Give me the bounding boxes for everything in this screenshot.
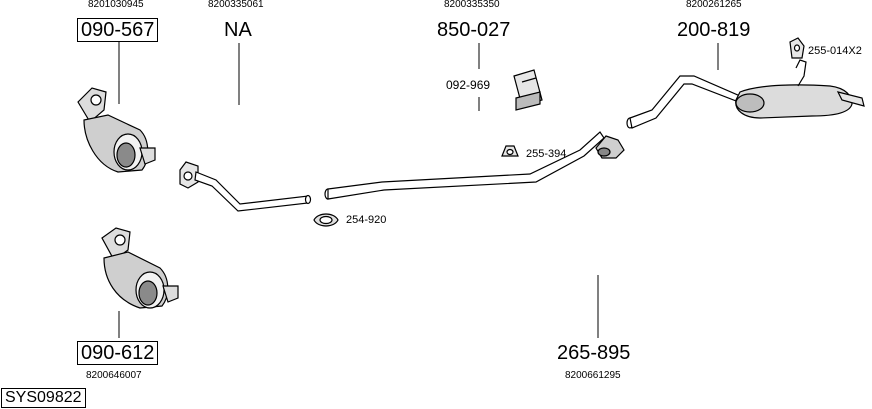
- mount-bracket: [513, 69, 543, 111]
- mount-bracket-code: 092-969: [446, 78, 491, 92]
- cat-lower-part-no: 8200646007: [86, 370, 142, 381]
- connecting-pipe-part-no: 8200661295: [565, 370, 621, 381]
- connecting-pipe-code: 265-895: [557, 342, 631, 364]
- middle-pipe: [324, 131, 605, 200]
- leader-lines: [118, 42, 719, 338]
- hanger-code: 255-394: [526, 148, 567, 160]
- catalytic-converter-upper: [77, 87, 156, 173]
- cat-upper-code: 090-567: [77, 18, 159, 42]
- rear-silencer-code: 200-819: [677, 19, 751, 41]
- diagram-code: SYS09822: [1, 388, 86, 408]
- rubber-hanger-part: [789, 37, 805, 59]
- gasket-part: [313, 213, 339, 227]
- cat-lower-code: 090-612: [77, 341, 159, 365]
- rear-silencer: [626, 59, 865, 129]
- middle-pipe-code: 850-027: [437, 19, 511, 41]
- gasket-code: 254-920: [346, 214, 387, 226]
- front-pipe: [179, 161, 312, 212]
- hanger-part: [501, 145, 519, 157]
- rear-silencer-part-no: 8200261265: [686, 0, 742, 10]
- front-pipe-part-no: 8200335061: [208, 0, 264, 10]
- rubber-hanger-code: 255-014X2: [808, 45, 862, 57]
- front-pipe-code: NA: [224, 19, 252, 41]
- middle-pipe-part-no: 8200335350: [444, 0, 500, 10]
- catalytic-converter-lower: [101, 227, 179, 309]
- pipe-clamp: [595, 135, 625, 159]
- cat-upper-part-no: 8201030945: [88, 0, 144, 10]
